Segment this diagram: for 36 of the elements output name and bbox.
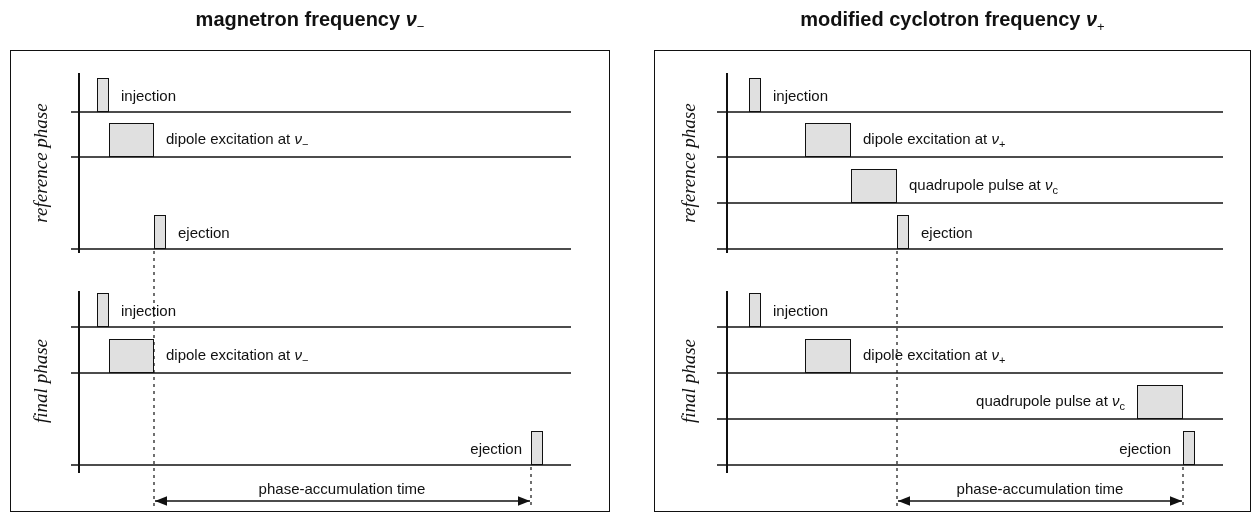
pulse-block bbox=[1183, 431, 1195, 465]
pulse-label: ejection bbox=[178, 222, 230, 243]
pulse-label: injection bbox=[773, 85, 829, 106]
pulse-block bbox=[97, 293, 109, 327]
pulse-block bbox=[805, 339, 851, 373]
pulse-label: quadrupole pulse at ν$_{c}$ bbox=[909, 175, 1058, 198]
pulse-label: ejection bbox=[1119, 438, 1171, 459]
pulse-label: dipole excitation at ν$_{−}$ bbox=[166, 129, 309, 152]
pulse-block bbox=[531, 431, 543, 465]
pulse-block bbox=[749, 78, 761, 112]
pulse-label: injection bbox=[773, 300, 829, 321]
pulse-block bbox=[805, 123, 851, 157]
phase-label: reference phase bbox=[30, 103, 52, 223]
pulse-label: injection bbox=[121, 85, 177, 106]
panel-title: magnetron frequency ν$_{−}$ bbox=[194, 8, 426, 34]
pulse-block bbox=[109, 123, 154, 157]
phase-label: reference phase bbox=[678, 103, 700, 223]
pulse-block bbox=[109, 339, 154, 373]
panel-title: modified cyclotron frequency ν$_{+}$ bbox=[799, 8, 1106, 34]
pulse-block bbox=[1137, 385, 1183, 419]
pulse-block bbox=[154, 215, 166, 249]
phase-label: final phase bbox=[30, 339, 52, 423]
pulse-label: dipole excitation at ν$_{+}$ bbox=[863, 345, 1006, 368]
pulse-label: injection bbox=[121, 300, 177, 321]
time-label: phase-accumulation time bbox=[956, 479, 1124, 497]
pulse-label: dipole excitation at ν$_{+}$ bbox=[863, 129, 1006, 152]
time-label: phase-accumulation time bbox=[258, 479, 426, 497]
pulse-block bbox=[97, 78, 109, 112]
pulse-label: dipole excitation at ν$_{−}$ bbox=[166, 345, 309, 368]
phase-label: final phase bbox=[678, 339, 700, 423]
pulse-label: ejection bbox=[921, 222, 973, 243]
pulse-label: ejection bbox=[470, 438, 522, 459]
pulse-block bbox=[749, 293, 761, 327]
pulse-block bbox=[897, 215, 909, 249]
pulse-block bbox=[851, 169, 897, 203]
pulse-label: quadrupole pulse at ν$_{c}$ bbox=[976, 391, 1125, 414]
